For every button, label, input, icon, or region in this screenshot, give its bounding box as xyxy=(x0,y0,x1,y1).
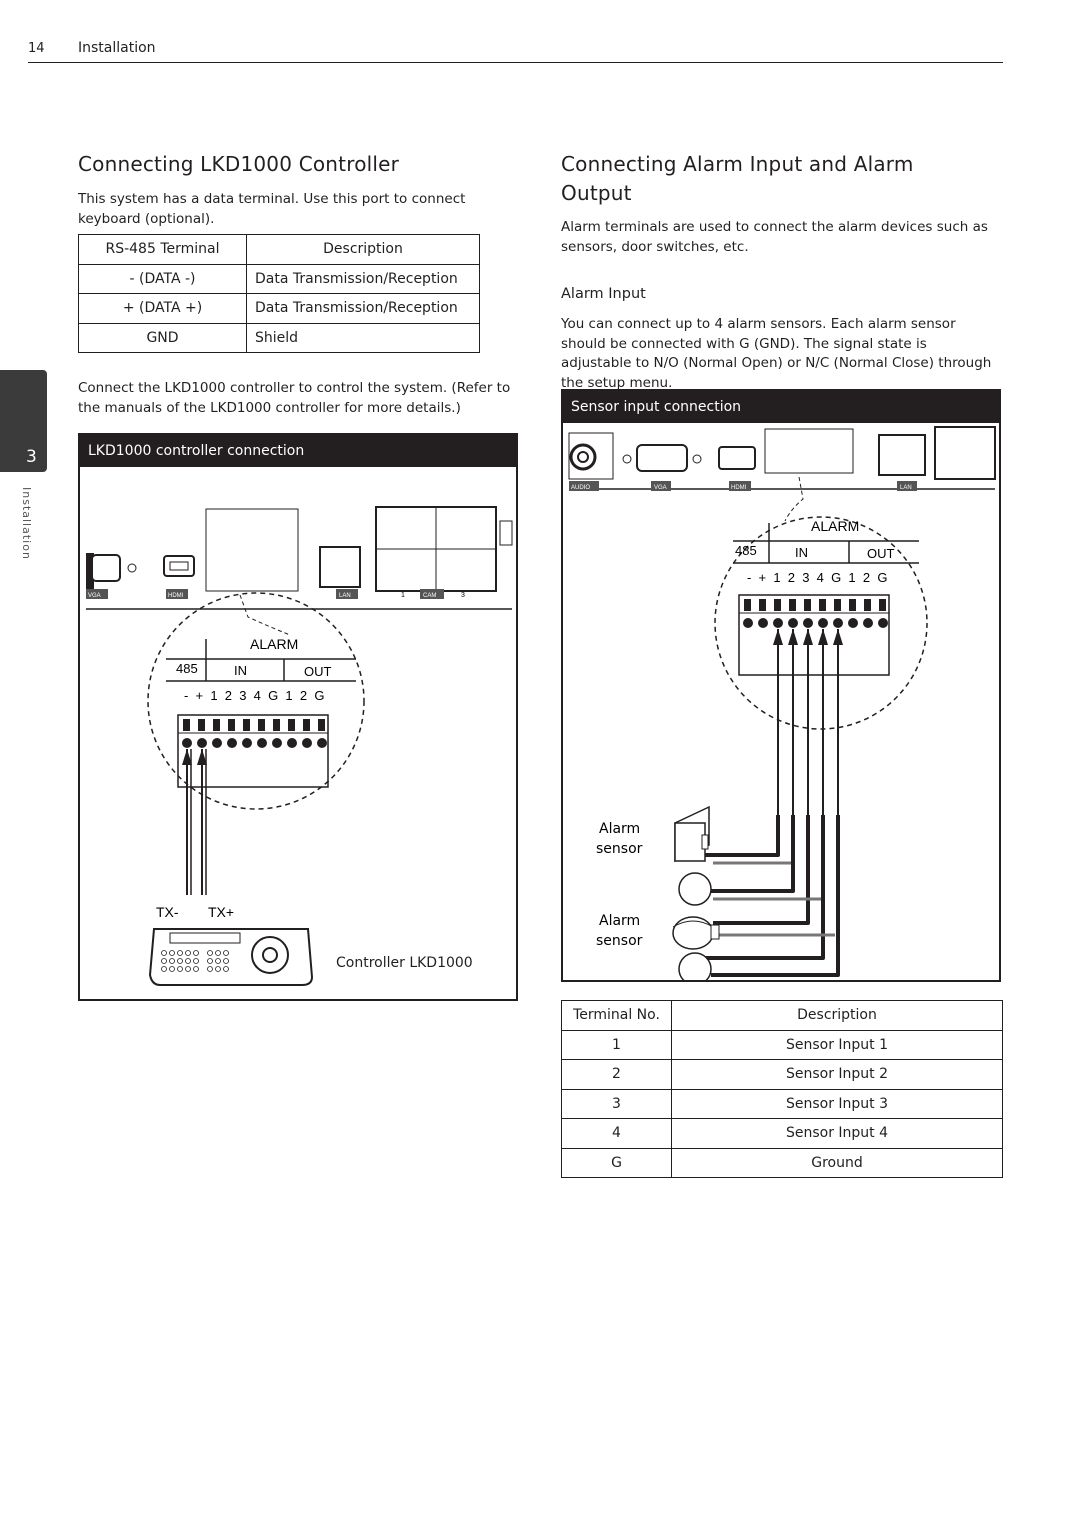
rs485-label: 485 xyxy=(735,543,757,558)
right-heading: Connecting Alarm Input and Alarm Output xyxy=(561,152,914,205)
table-header-cell: Description xyxy=(671,1000,1003,1031)
table-cell: Sensor Input 1 xyxy=(671,1029,1003,1060)
sensor-label-1-line2: sensor xyxy=(596,841,643,857)
lkd1000-figure: LKD1000 controller connection VGA HDMI L… xyxy=(78,433,518,1001)
sensor-label-1-line1: Alarm xyxy=(599,821,640,837)
table-cell: Sensor Input 4 xyxy=(671,1118,1003,1149)
controller-keyboard xyxy=(148,928,314,986)
chapter-tab xyxy=(0,370,47,472)
table-cell: - (DATA -) xyxy=(78,263,247,294)
motion-sensor-icon xyxy=(678,872,712,906)
controller-caption: Controller LKD1000 xyxy=(336,955,473,971)
port-label-hdmi: HDMI xyxy=(731,485,747,491)
page-number: 14 xyxy=(28,41,45,56)
table-row: 4 Sensor Input 4 xyxy=(561,1118,1003,1149)
port-label-vga: VGA xyxy=(88,593,101,599)
table-header-cell: Description xyxy=(246,234,480,265)
table-row: 2 Sensor Input 2 xyxy=(561,1059,1003,1090)
table-cell: 3 xyxy=(561,1088,672,1119)
alarm-label: ALARM xyxy=(250,636,298,652)
sensor-diagram: AUDIO VGA HDMI LAN ALARM 485 IN OUT - + … xyxy=(568,426,996,980)
table-cell: GND xyxy=(78,322,247,353)
sensor-label-2-line2: sensor xyxy=(596,933,643,949)
table-cell: Ground xyxy=(671,1147,1003,1178)
table-header-row: RS-485 Terminal Description xyxy=(78,234,480,265)
pin-labels: - + 1 2 3 4 G 1 2 G xyxy=(747,570,889,585)
table-header-row: Terminal No. Description xyxy=(561,1000,1003,1031)
right-intro: Alarm terminals are used to connect the … xyxy=(561,219,988,255)
table-cell: 1 xyxy=(561,1029,672,1060)
lkd1000-diagram: VGA HDMI LAN CAM 1 3 ALARM 485 IN OUT - … xyxy=(86,506,513,986)
sensor-figure: Sensor input connection AUDIO VGA HDMI L… xyxy=(561,389,1001,982)
table-cell: Sensor Input 2 xyxy=(671,1059,1003,1090)
table-cell: G xyxy=(561,1147,672,1178)
figure-title: LKD1000 controller connection xyxy=(80,435,516,467)
table-row: 1 Sensor Input 1 xyxy=(561,1029,1003,1060)
table-cell: 4 xyxy=(561,1118,672,1149)
table-row: - (DATA -) Data Transmission/Reception xyxy=(78,263,480,294)
tx-minus-label: TX- xyxy=(156,904,179,920)
table-cell: 2 xyxy=(561,1059,672,1090)
port-label-lan: LAN xyxy=(900,485,912,491)
sensor-label-2-line1: Alarm xyxy=(599,913,640,929)
table-header-cell: Terminal No. xyxy=(561,1000,672,1031)
rear-panel: VGA HDMI LAN CAM 1 3 xyxy=(86,506,513,610)
table-header-cell: RS-485 Terminal xyxy=(78,234,247,265)
cam-number-1: 1 xyxy=(401,592,405,599)
cam-number-3: 3 xyxy=(461,592,465,599)
chapter-label: Installation xyxy=(20,487,33,560)
door-sensor-icon xyxy=(674,805,710,863)
table-row: GND Shield xyxy=(78,322,480,353)
alarm-callout: ALARM 485 IN OUT - + 1 2 3 4 G 1 2 G xyxy=(147,592,365,920)
table-row: + (DATA +) Data Transmission/Reception xyxy=(78,293,480,324)
table-cell: Shield xyxy=(246,322,480,353)
out-label: OUT xyxy=(867,546,895,561)
rear-panel: AUDIO VGA HDMI LAN xyxy=(568,426,996,491)
terminal-table: Terminal No. Description 1 Sensor Input … xyxy=(561,1000,1003,1178)
port-label-cam: CAM xyxy=(423,593,436,599)
left-note: Connect the LKD1000 controller to contro… xyxy=(78,380,511,416)
table-cell: Data Transmission/Reception xyxy=(246,263,480,294)
rs485-table: RS-485 Terminal Description - (DATA -) D… xyxy=(78,234,480,353)
port-label-vga: VGA xyxy=(654,485,667,491)
dome-sensor-icon xyxy=(672,916,720,950)
table-cell: + (DATA +) xyxy=(78,293,247,324)
rs485-label: 485 xyxy=(176,661,198,676)
table-row: G Ground xyxy=(561,1147,1003,1178)
alarm-input-body: You can connect up to 4 alarm sensors. E… xyxy=(561,316,992,391)
sensor-circle-icon xyxy=(678,952,712,980)
table-row: 3 Sensor Input 3 xyxy=(561,1088,1003,1119)
port-label-hdmi: HDMI xyxy=(168,593,184,599)
figure-title: Sensor input connection xyxy=(563,391,999,423)
tx-plus-label: TX+ xyxy=(208,904,234,920)
pin-labels: - + 1 2 3 4 G 1 2 G xyxy=(184,688,326,703)
port-label-audio: AUDIO xyxy=(571,485,590,491)
page-header: 14 Installation xyxy=(28,38,1003,63)
table-cell: Data Transmission/Reception xyxy=(246,293,480,324)
port-label-lan: LAN xyxy=(339,593,351,599)
section-title: Installation xyxy=(78,40,156,56)
out-label: OUT xyxy=(304,664,332,679)
chapter-number: 3 xyxy=(26,447,37,467)
in-label: IN xyxy=(795,545,808,560)
left-heading: Connecting LKD1000 Controller xyxy=(78,152,400,176)
alarm-callout: ALARM 485 IN OUT - + 1 2 3 4 G 1 2 G xyxy=(703,476,928,977)
alarm-label: ALARM xyxy=(811,518,859,534)
table-cell: Sensor Input 3 xyxy=(671,1088,1003,1119)
alarm-input-heading: Alarm Input xyxy=(561,286,646,302)
in-label: IN xyxy=(234,663,247,678)
left-intro: This system has a data terminal. Use thi… xyxy=(78,191,466,227)
